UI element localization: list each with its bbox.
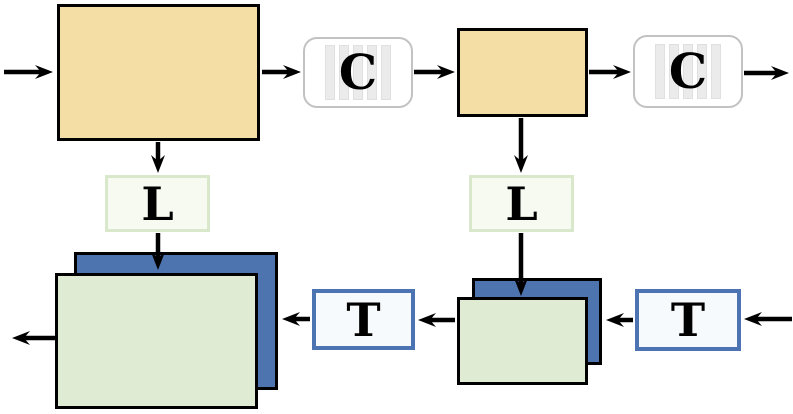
- cache-stripes-icon: [305, 39, 411, 106]
- linear-box-2: L: [469, 175, 574, 232]
- linear2-label: L: [505, 176, 538, 231]
- stripe-icon: [697, 44, 707, 99]
- arrow-enc1-to-cache1: [262, 65, 301, 79]
- cache-box-1: C: [303, 37, 413, 108]
- stripe-icon: [367, 45, 377, 100]
- arrow-enc1-to-linear1: [151, 142, 165, 173]
- arrow-t1-to-stack1: [282, 312, 310, 326]
- arrow-t2-to-stack2: [606, 313, 633, 327]
- encoder-small-box: [457, 28, 588, 117]
- stripe-icon: [353, 45, 363, 100]
- arrow-enc2-to-linear2: [514, 118, 528, 173]
- stripe-icon: [325, 45, 335, 100]
- transform2-label: T: [670, 293, 706, 347]
- encoder-main-box: [57, 4, 260, 141]
- cache-box-2: C: [633, 35, 743, 108]
- output-arrow-bottom: [12, 331, 55, 345]
- linear-box-1: L: [105, 175, 210, 232]
- linear1-label: L: [141, 176, 174, 231]
- input-arrow-top: [4, 65, 53, 79]
- output-arrow-top: [744, 66, 789, 80]
- transform-box-1: T: [312, 289, 415, 350]
- transform1-label: T: [346, 292, 381, 347]
- cache1-label: C: [338, 44, 378, 101]
- arrow-enc2-to-cache2: [589, 65, 631, 79]
- stripe-icon: [711, 44, 721, 99]
- stripe-icon: [339, 45, 349, 100]
- stripe-icon: [381, 45, 391, 100]
- stripe-icon: [683, 44, 693, 99]
- arrow-cache1-to-enc2: [414, 65, 455, 79]
- arrow-stack2-to-t1: [418, 313, 455, 327]
- cache2-label: C: [668, 43, 708, 100]
- input-arrow-bottom: [744, 312, 792, 326]
- cache-stripes-icon: [635, 37, 741, 106]
- stack2-front-box: [457, 297, 588, 385]
- stripe-icon: [655, 44, 665, 99]
- stripe-icon: [669, 44, 679, 99]
- transform-box-2: T: [635, 289, 741, 351]
- stack1-front-box: [55, 273, 258, 409]
